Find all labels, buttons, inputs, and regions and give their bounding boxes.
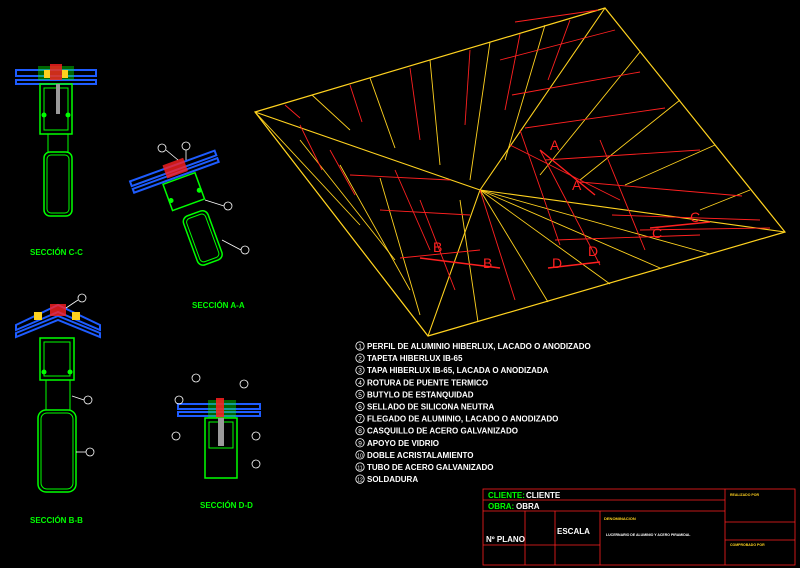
legend-number-circle	[355, 450, 365, 460]
obra-label: OBRA:	[488, 502, 514, 511]
cut-letter-a2: A	[572, 177, 582, 193]
legend-number-circle	[355, 377, 365, 387]
cut-letter-d1: D	[552, 255, 562, 271]
legend: 1 PERFIL DE ALUMINIO HIBERLUX, LACADO O A…	[355, 341, 591, 484]
legend-number-circle	[355, 474, 365, 484]
cliente-value: CLIENTE	[526, 491, 561, 500]
description-text: LUCERNARIO DE ALUMINIO Y ACERO PIRAMIDAL	[606, 533, 691, 537]
pyramid-hips	[254, 7, 786, 337]
section-bb-drawing	[15, 303, 101, 493]
section-cc-drawing	[15, 64, 97, 217]
legend-number-circle	[355, 401, 365, 412]
section-aa-label: SECCIÓN A-A	[192, 301, 245, 310]
legend-number: 2	[358, 356, 362, 363]
legend-number: 8	[358, 428, 362, 435]
legend-text: DOBLE ACRISTALAMIENTO	[367, 451, 474, 460]
pyramid-outline	[253, 7, 787, 337]
legend-number: 4	[358, 380, 362, 387]
pyramid-purlins	[284, 9, 771, 301]
legend-number-circle	[355, 438, 365, 448]
legend-text: ROTURA DE PUENTE TERMICO	[367, 378, 488, 387]
nplano-label: Nº PLANO	[486, 535, 525, 544]
cut-letter-a1: A	[550, 137, 560, 153]
legend-number: 5	[358, 392, 362, 399]
legend-text: TAPA HIBERLUX IB-65, LACADA O ANODIZADA	[367, 366, 549, 375]
title-block	[482, 488, 796, 566]
legend-number-circle	[355, 426, 365, 436]
legend-number-circle	[355, 341, 365, 351]
denominacion-label: DENOMINACION	[604, 516, 636, 521]
pyramid-rafters	[254, 24, 751, 337]
section-bb-label: SECCIÓN B-B	[30, 516, 83, 525]
cut-letter-b2: B	[483, 255, 492, 271]
section-cut-lines	[419, 149, 711, 269]
cut-letter-b1: B	[433, 239, 442, 255]
legend-number: 10	[357, 453, 363, 459]
legend-text: SOLDADURA	[367, 475, 418, 484]
legend-number: 11	[357, 466, 362, 472]
legend-number-circle	[355, 462, 365, 472]
legend-text: PERFIL DE ALUMINIO HIBERLUX, LACADO O AN…	[367, 342, 591, 351]
section-dd-label: SECCIÓN D-D	[200, 501, 253, 510]
legend-text: TUBO DE ACERO GALVANIZADO	[367, 463, 494, 472]
legend-text: BUTYLO DE ESTANQUIDAD	[367, 390, 474, 399]
legend-number-circle	[355, 365, 365, 375]
pyramid-plan: A A B B D D C C	[253, 7, 787, 337]
escala-label: ESCALA	[557, 527, 590, 536]
section-dd-callouts	[171, 373, 261, 469]
legend-text: SELLADO DE SILICONA NEUTRA	[367, 403, 494, 412]
legend-text: FLEGADO DE ALUMINIO, LACADO O ANODIZADO	[367, 415, 558, 424]
realizado-label: REALIZADO POR	[730, 493, 759, 497]
section-dd-drawing	[177, 398, 261, 479]
legend-number: 9	[358, 440, 362, 447]
cut-letter-c2: C	[690, 209, 700, 225]
legend-number: 12	[357, 478, 363, 484]
legend-number: 6	[358, 404, 362, 411]
section-bb-callouts	[65, 293, 95, 457]
cut-letter-c1: C	[652, 225, 662, 241]
legend-number: 3	[358, 368, 362, 375]
section-cc-label: SECCIÓN C-C	[30, 248, 83, 257]
legend-text: TAPETA HIBERLUX IB-65	[367, 354, 463, 363]
legend-number-circle	[355, 413, 365, 424]
legend-number: 1	[358, 344, 362, 351]
legend-number-circle	[355, 389, 365, 399]
section-aa-callouts	[157, 141, 250, 255]
legend-number: 7	[358, 416, 362, 423]
cut-letter-d2: D	[588, 243, 598, 259]
obra-value: OBRA	[516, 502, 540, 511]
cliente-label: CLIENTE:	[488, 491, 525, 500]
comprobado-label: COMPROBADO POR	[730, 543, 765, 547]
section-aa-drawing	[128, 149, 223, 266]
legend-number-circle	[355, 353, 365, 363]
legend-text: APOYO DE VIDRIO	[367, 439, 439, 448]
legend-text: CASQUILLO DE ACERO GALVANIZADO	[367, 427, 518, 436]
